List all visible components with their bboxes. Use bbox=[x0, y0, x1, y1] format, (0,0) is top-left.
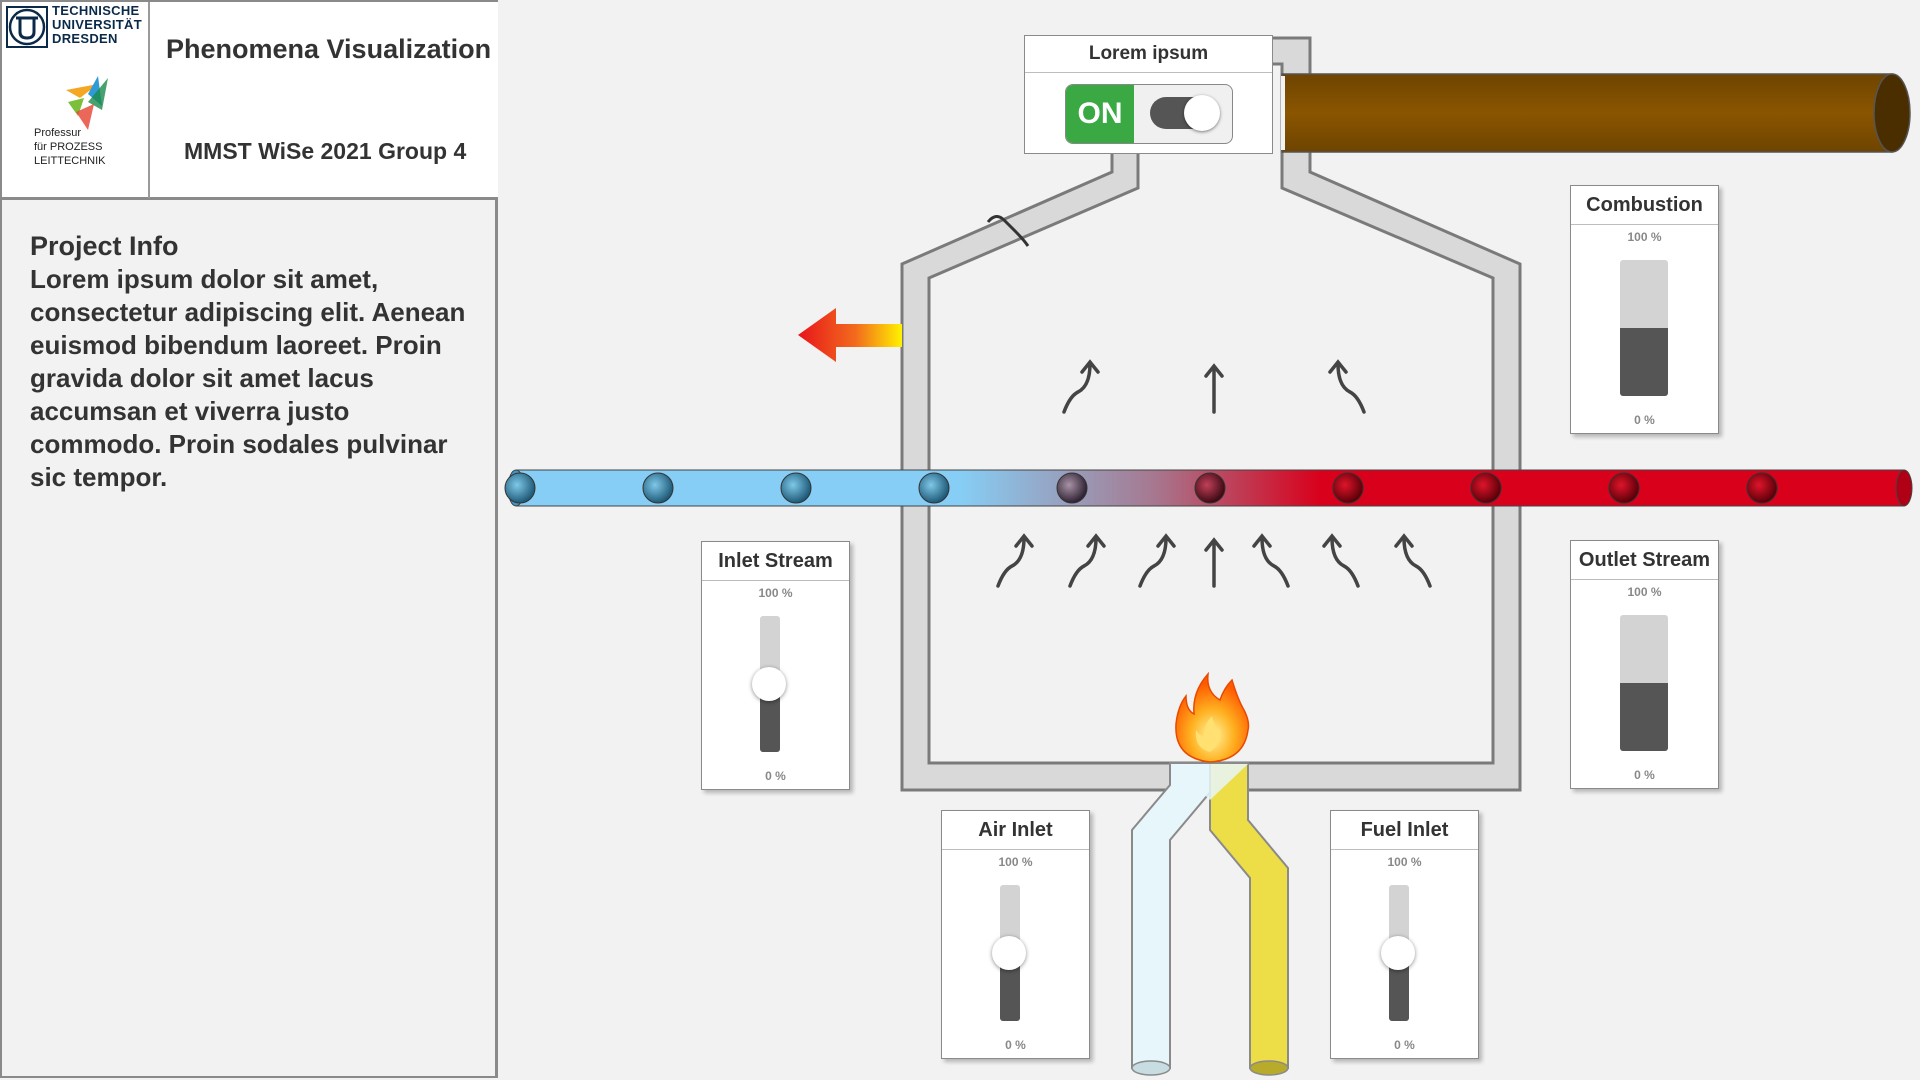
inlet-stream-slider-knob[interactable] bbox=[752, 667, 786, 701]
fuel-inlet-slider-fill bbox=[1389, 953, 1409, 1021]
combustion-title: Combustion bbox=[1571, 186, 1718, 225]
fuel-pipe-end bbox=[1249, 1060, 1289, 1076]
combustion-gauge-panel: Combustion 100 % 0 % bbox=[1570, 185, 1719, 434]
header: TECHNISCHE UNIVERSITÄT DRESDEN Professur… bbox=[2, 2, 498, 200]
page-subtitle: MMST WiSe 2021 Group 4 bbox=[184, 138, 467, 164]
process-canvas bbox=[504, 36, 1913, 1076]
outlet-stream-min-label: 0 % bbox=[1634, 768, 1655, 782]
air-inlet-max-label: 100 % bbox=[998, 855, 1033, 869]
switch-knob[interactable] bbox=[1184, 95, 1220, 131]
combustion-min-label: 0 % bbox=[1634, 413, 1655, 427]
inlet-stream-slider-panel: Inlet Stream 100 % 0 % bbox=[701, 541, 850, 790]
page-title: Phenomena Visualization bbox=[166, 34, 492, 64]
combustion-gauge-fill bbox=[1620, 328, 1668, 396]
flow-arrows-upper bbox=[1062, 359, 1366, 414]
wall-crack-icon bbox=[986, 215, 1030, 247]
tud-line-1: TECHNISCHE bbox=[52, 3, 140, 18]
air-inlet-slider-knob[interactable] bbox=[992, 936, 1026, 970]
project-info: Project Info Lorem ipsum dolor sit amet,… bbox=[30, 230, 470, 494]
fuel-inlet-min-label: 0 % bbox=[1394, 1038, 1415, 1052]
fuel-inlet-max-label: 100 % bbox=[1387, 855, 1422, 869]
fuel-pipe bbox=[1209, 762, 1289, 1069]
outlet-stream-gauge-fill bbox=[1620, 683, 1668, 751]
flame-icon bbox=[1175, 671, 1250, 763]
exhaust-pipe bbox=[1281, 73, 1893, 153]
tu-dresden-logo bbox=[6, 6, 48, 48]
heat-loss-arrow-icon bbox=[798, 308, 902, 362]
inlet-stream-slider[interactable] bbox=[752, 616, 786, 752]
combustion-max-label: 100 % bbox=[1627, 230, 1662, 244]
air-pipe bbox=[1131, 762, 1214, 1069]
plt-logo bbox=[66, 76, 108, 130]
tud-line-3: DRESDEN bbox=[52, 31, 118, 46]
outlet-stream-max-label: 100 % bbox=[1627, 585, 1662, 599]
air-inlet-min-label: 0 % bbox=[1005, 1038, 1026, 1052]
outlet-stream-gauge bbox=[1620, 615, 1668, 751]
switch-state-label: ON bbox=[1066, 85, 1134, 143]
fuel-inlet-slider-panel: Fuel Inlet 100 % 0 % bbox=[1330, 810, 1479, 1059]
visualization-stage: Lorem ipsum ON Inlet Stream 100 % 0 % Ai… bbox=[498, 0, 1920, 1080]
fuel-inlet-slider-knob[interactable] bbox=[1381, 936, 1415, 970]
power-toggle-switch[interactable]: ON bbox=[1065, 84, 1233, 144]
inlet-stream-min-label: 0 % bbox=[765, 769, 786, 783]
plt-line-1: Professur bbox=[34, 127, 82, 139]
tud-line-2: UNIVERSITÄT bbox=[52, 17, 142, 32]
outlet-stream-gauge-panel: Outlet Stream 100 % 0 % bbox=[1570, 540, 1719, 789]
switch-panel-title: Lorem ipsum bbox=[1025, 36, 1272, 73]
exhaust-pipe-hole bbox=[1281, 76, 1285, 150]
stream-particles bbox=[504, 472, 1778, 504]
plt-line-3: LEITTECHNIK bbox=[34, 155, 106, 167]
air-inlet-title: Air Inlet bbox=[942, 811, 1089, 850]
fuel-inlet-title: Fuel Inlet bbox=[1331, 811, 1478, 850]
switch-track bbox=[1150, 95, 1220, 131]
air-inlet-slider-panel: Air Inlet 100 % 0 % bbox=[941, 810, 1090, 1059]
flow-arrows-lower bbox=[996, 533, 1432, 588]
left-panel: TECHNISCHE UNIVERSITÄT DRESDEN Professur… bbox=[0, 0, 498, 1078]
project-info-body: Lorem ipsum dolor sit amet, consectetur … bbox=[30, 264, 466, 492]
inlet-stream-slider-fill bbox=[760, 684, 780, 752]
project-info-title: Project Info bbox=[30, 231, 179, 261]
tu-dresden-wordmark: TECHNISCHE UNIVERSITÄT DRESDEN bbox=[52, 4, 142, 46]
furnace-inner-chamber bbox=[927, 62, 1495, 765]
fuel-inlet-slider[interactable] bbox=[1381, 885, 1415, 1021]
outlet-stream-title: Outlet Stream bbox=[1571, 541, 1718, 580]
plt-line-2: für PROZESS bbox=[34, 141, 103, 153]
inlet-stream-max-label: 100 % bbox=[758, 586, 793, 600]
stream-pipe-end bbox=[1895, 469, 1913, 507]
air-inlet-slider[interactable] bbox=[992, 885, 1026, 1021]
power-switch-panel: Lorem ipsum ON bbox=[1024, 35, 1273, 154]
air-pipe-end bbox=[1131, 1060, 1171, 1076]
plt-wordmark: Professur für PROZESS LEITTECHNIK bbox=[34, 126, 106, 168]
logo-box: TECHNISCHE UNIVERSITÄT DRESDEN Professur… bbox=[2, 2, 150, 198]
exhaust-pipe-end bbox=[1873, 73, 1911, 153]
air-inlet-slider-fill bbox=[1000, 953, 1020, 1021]
inlet-stream-title: Inlet Stream bbox=[702, 542, 849, 581]
burner-mix-zone bbox=[1172, 764, 1248, 800]
combustion-gauge bbox=[1620, 260, 1668, 396]
